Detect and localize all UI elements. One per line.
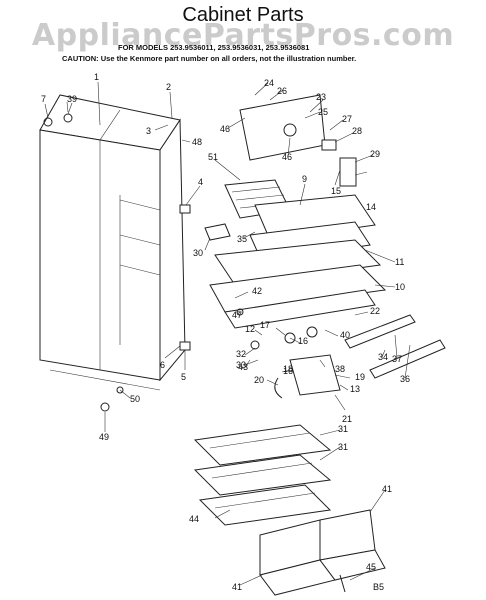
callout-47: 47 <box>232 310 242 320</box>
callout-29: 29 <box>370 149 380 159</box>
callout-31: 31 <box>338 424 348 434</box>
callout-1: 1 <box>94 72 99 82</box>
callout-42: 42 <box>252 286 262 296</box>
callout-24: 24 <box>264 78 274 88</box>
callout-38: 38 <box>335 364 345 374</box>
callout-15: 15 <box>331 186 341 196</box>
callout-11: 11 <box>395 257 404 267</box>
fresh-food-shelves-drawing <box>193 424 332 526</box>
caution-line: CAUTION: Use the Kenmore part number on … <box>62 54 357 63</box>
callout-5: 5 <box>181 372 186 382</box>
diagram-code: B5 <box>373 582 384 592</box>
callout-22: 22 <box>370 306 380 316</box>
callout-12: 12 <box>245 324 255 334</box>
callout-32: 32 <box>236 349 246 359</box>
evaporator-cover-drawing <box>209 194 387 329</box>
callout-33: 33 <box>236 360 246 370</box>
callout-30: 30 <box>193 248 203 258</box>
callout-51: 51 <box>208 152 218 162</box>
callout-26: 26 <box>277 86 287 96</box>
callout-48: 48 <box>192 137 202 147</box>
callout-36: 36 <box>400 374 410 384</box>
callout-28: 28 <box>352 126 362 136</box>
callout-3: 3 <box>146 126 151 136</box>
diagram-title: Cabinet Parts <box>182 4 304 26</box>
callout-50: 50 <box>130 394 140 404</box>
shelf-rails-drawing <box>344 314 446 379</box>
damper-assembly-drawing <box>274 326 341 399</box>
callout-49: 49 <box>99 432 109 442</box>
callout-43: 43 <box>238 362 248 372</box>
callout-labels: 1 2 3 4 5 6 7 9 10 11 12 13 14 15 16 16 … <box>41 72 410 592</box>
callout-25: 25 <box>318 107 328 117</box>
callout-10: 10 <box>395 282 405 292</box>
callout-14: 14 <box>366 202 376 212</box>
callout-37: 37 <box>392 354 402 364</box>
callout-41: 41 <box>382 484 392 494</box>
callout-6: 6 <box>160 360 165 370</box>
callout-44: 44 <box>189 514 199 524</box>
callout-27: 27 <box>342 114 352 124</box>
callout-4: 4 <box>198 177 203 187</box>
callout-20: 20 <box>254 375 264 385</box>
cabinet-drawing <box>39 94 186 391</box>
callout-41-b: 41 <box>232 582 242 592</box>
callout-17: 17 <box>260 320 270 330</box>
callout-21: 21 <box>342 414 352 424</box>
callout-19: 19 <box>355 372 365 382</box>
callout-13: 13 <box>350 384 360 394</box>
callout-18: 18 <box>283 364 293 374</box>
callout-46: 46 <box>220 124 230 134</box>
callout-46-b: 46 <box>282 152 292 162</box>
models-line: FOR MODELS 253.9536011, 253.9536031, 253… <box>118 43 310 52</box>
callout-45: 45 <box>366 562 376 572</box>
callout-31-b: 31 <box>338 442 348 452</box>
callout-23: 23 <box>316 92 326 102</box>
callout-39: 39 <box>67 94 77 104</box>
callout-35: 35 <box>237 234 247 244</box>
callout-16: 16 <box>298 336 308 346</box>
callout-40: 40 <box>340 330 350 340</box>
watermark: AppliancePartsPros.com <box>31 18 455 53</box>
callout-7: 7 <box>41 94 46 104</box>
callout-2: 2 <box>166 82 171 92</box>
leader-lines <box>44 81 411 586</box>
crisper-drawers-drawing <box>259 509 386 596</box>
callout-9: 9 <box>302 174 307 184</box>
callout-16-b: 16 <box>283 366 293 376</box>
control-panel-drawing <box>239 94 357 187</box>
callout-34: 34 <box>378 352 388 362</box>
